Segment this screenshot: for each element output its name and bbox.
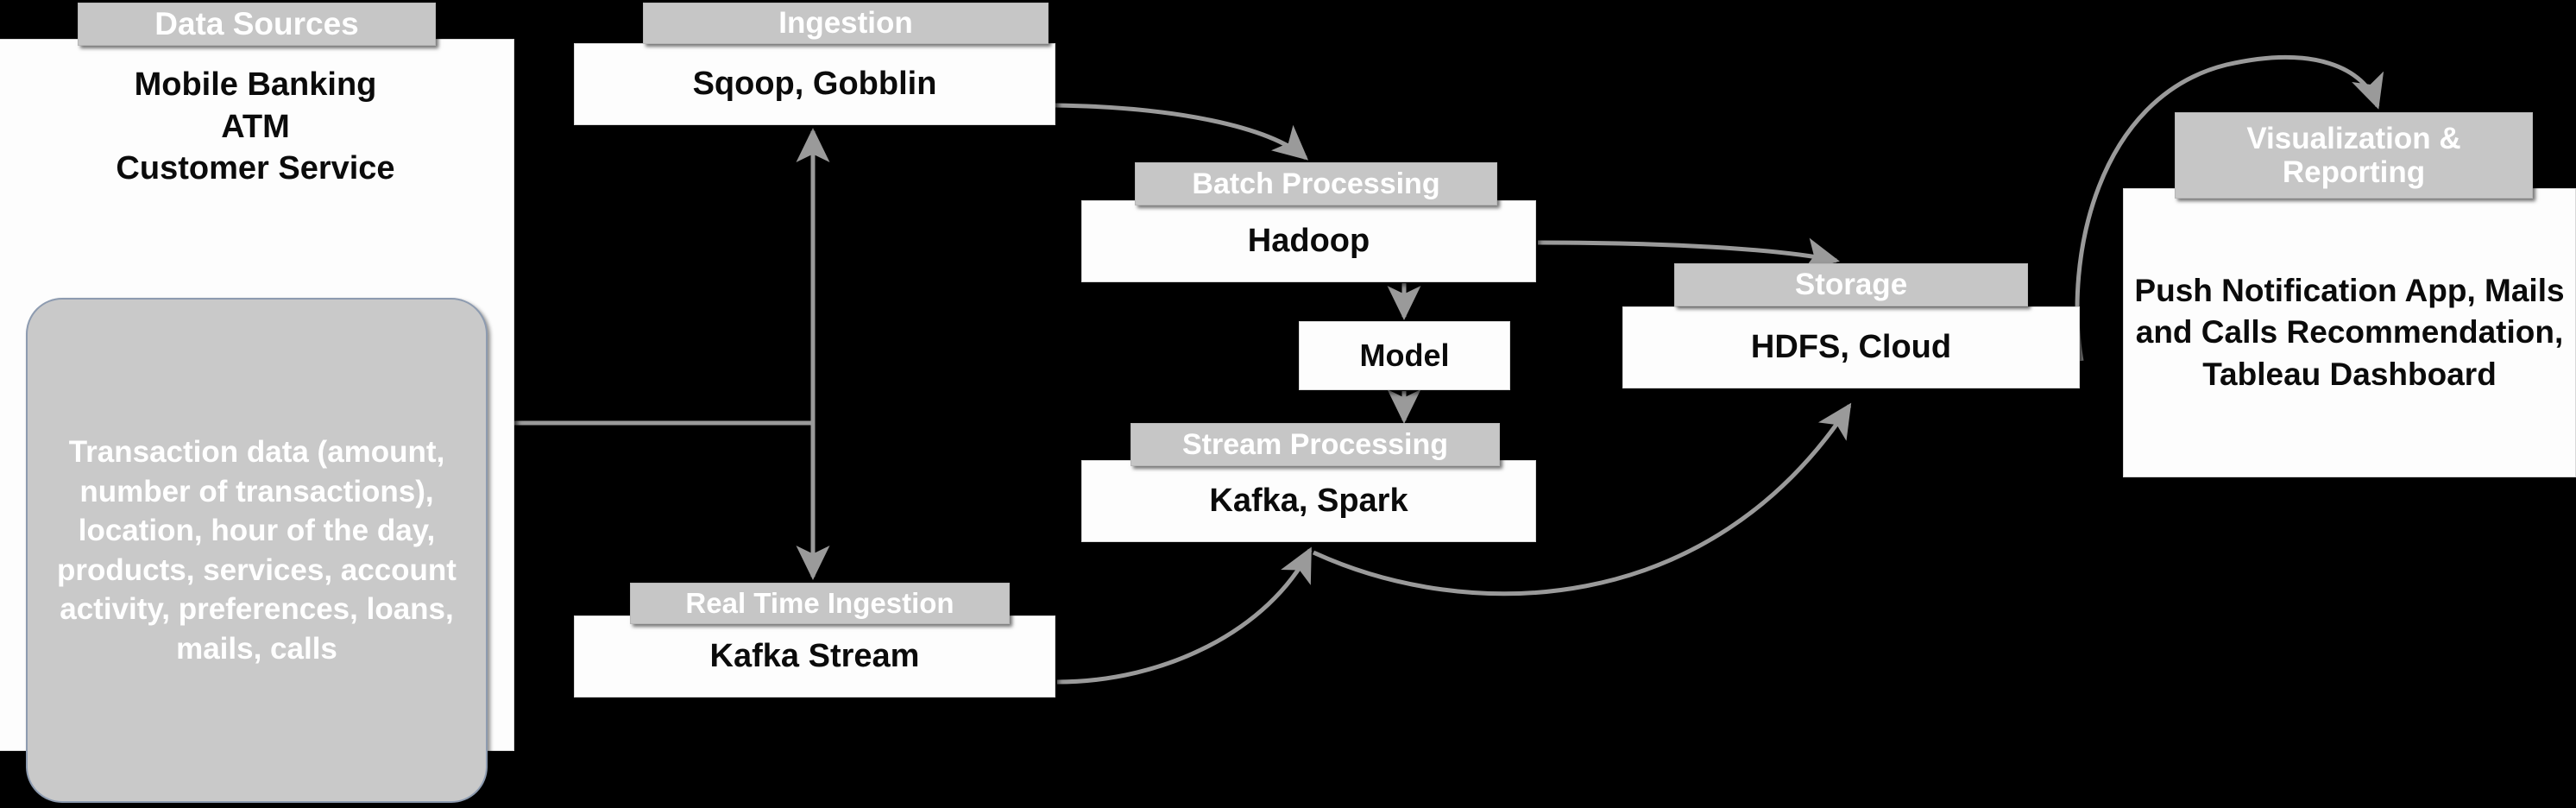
- node-stream-processing-body[interactable]: Kafka, Spark: [1081, 460, 1536, 542]
- node-real-time-ingestion-header[interactable]: Real Time Ingestion: [630, 583, 1010, 624]
- node-batch-processing-header[interactable]: Batch Processing: [1135, 162, 1497, 205]
- storage-body-text: HDFS, Cloud: [1750, 328, 1952, 365]
- storage-header-label: Storage: [1794, 268, 1908, 302]
- node-model-body[interactable]: Model: [1299, 321, 1510, 390]
- node-data-sources-header[interactable]: Data Sources: [78, 3, 436, 46]
- data-sources-header-label: Data Sources: [154, 6, 359, 42]
- wire-ingestion-to-batch: [1055, 103, 1309, 161]
- node-stream-processing-header[interactable]: Stream Processing: [1131, 423, 1500, 466]
- wire-stream-to-storage: [1312, 402, 1852, 597]
- node-visualization-header[interactable]: Visualization & Reporting: [2175, 112, 2533, 199]
- node-visualization-body[interactable]: Push Notification App, Mails and Calls R…: [2123, 188, 2576, 477]
- ingestion-body-text: Sqoop, Gobblin: [692, 65, 937, 102]
- node-ingestion-body[interactable]: Sqoop, Gobblin: [574, 43, 1055, 125]
- wire-storage-to-visualization: [2075, 54, 2384, 362]
- real-time-ingestion-body-text: Kafka Stream: [709, 637, 920, 674]
- node-data-sources-transaction-data[interactable]: Transaction data (amount, number of tran…: [26, 298, 488, 803]
- stream-processing-header-label: Stream Processing: [1181, 427, 1449, 461]
- ingestion-header-label: Ingestion: [778, 6, 913, 41]
- node-batch-processing-body[interactable]: Hadoop: [1081, 200, 1536, 282]
- node-real-time-ingestion-body[interactable]: Kafka Stream: [574, 615, 1055, 698]
- visualization-body-text: Push Notification App, Mails and Calls R…: [2134, 273, 2565, 392]
- wire-realtime-to-stream: [1056, 546, 1313, 685]
- model-body-text: Model: [1359, 337, 1450, 373]
- transaction-data-text: Transaction data (amount, number of tran…: [57, 435, 457, 666]
- node-storage-header[interactable]: Storage: [1674, 263, 2028, 306]
- real-time-ingestion-header-label: Real Time Ingestion: [685, 586, 954, 619]
- batch-processing-header-label: Batch Processing: [1192, 167, 1440, 200]
- visualization-header-label: Visualization & Reporting: [2246, 121, 2461, 189]
- node-storage-body[interactable]: HDFS, Cloud: [1622, 306, 2080, 388]
- wire-batch-to-storage: [1537, 237, 1840, 271]
- stream-processing-body-text: Kafka, Spark: [1209, 482, 1408, 519]
- node-ingestion-header[interactable]: Ingestion: [643, 3, 1049, 44]
- data-sources-body-text: Mobile Banking ATM Customer Service: [116, 66, 395, 187]
- batch-processing-body-text: Hadoop: [1247, 222, 1370, 259]
